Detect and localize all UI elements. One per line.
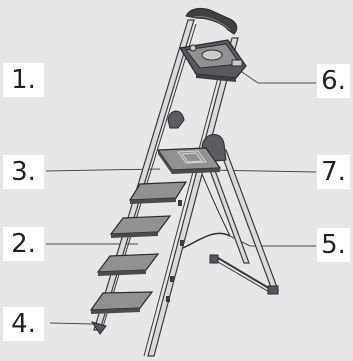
- label-1: 1.: [3, 63, 44, 97]
- step-3: [98, 254, 158, 276]
- label-5: 5.: [317, 228, 350, 262]
- steps: [91, 182, 186, 314]
- leader-line-7: [205, 170, 316, 172]
- step-2: [111, 216, 170, 238]
- label-6: 6.: [317, 64, 350, 98]
- leader-line-4: [50, 323, 94, 324]
- step-4: [91, 292, 152, 314]
- label-7: 7.: [317, 155, 350, 189]
- label-2: 2.: [3, 227, 44, 261]
- label-4: 4.: [3, 307, 44, 341]
- left-rail: [92, 20, 196, 334]
- label-3: 3.: [3, 155, 44, 189]
